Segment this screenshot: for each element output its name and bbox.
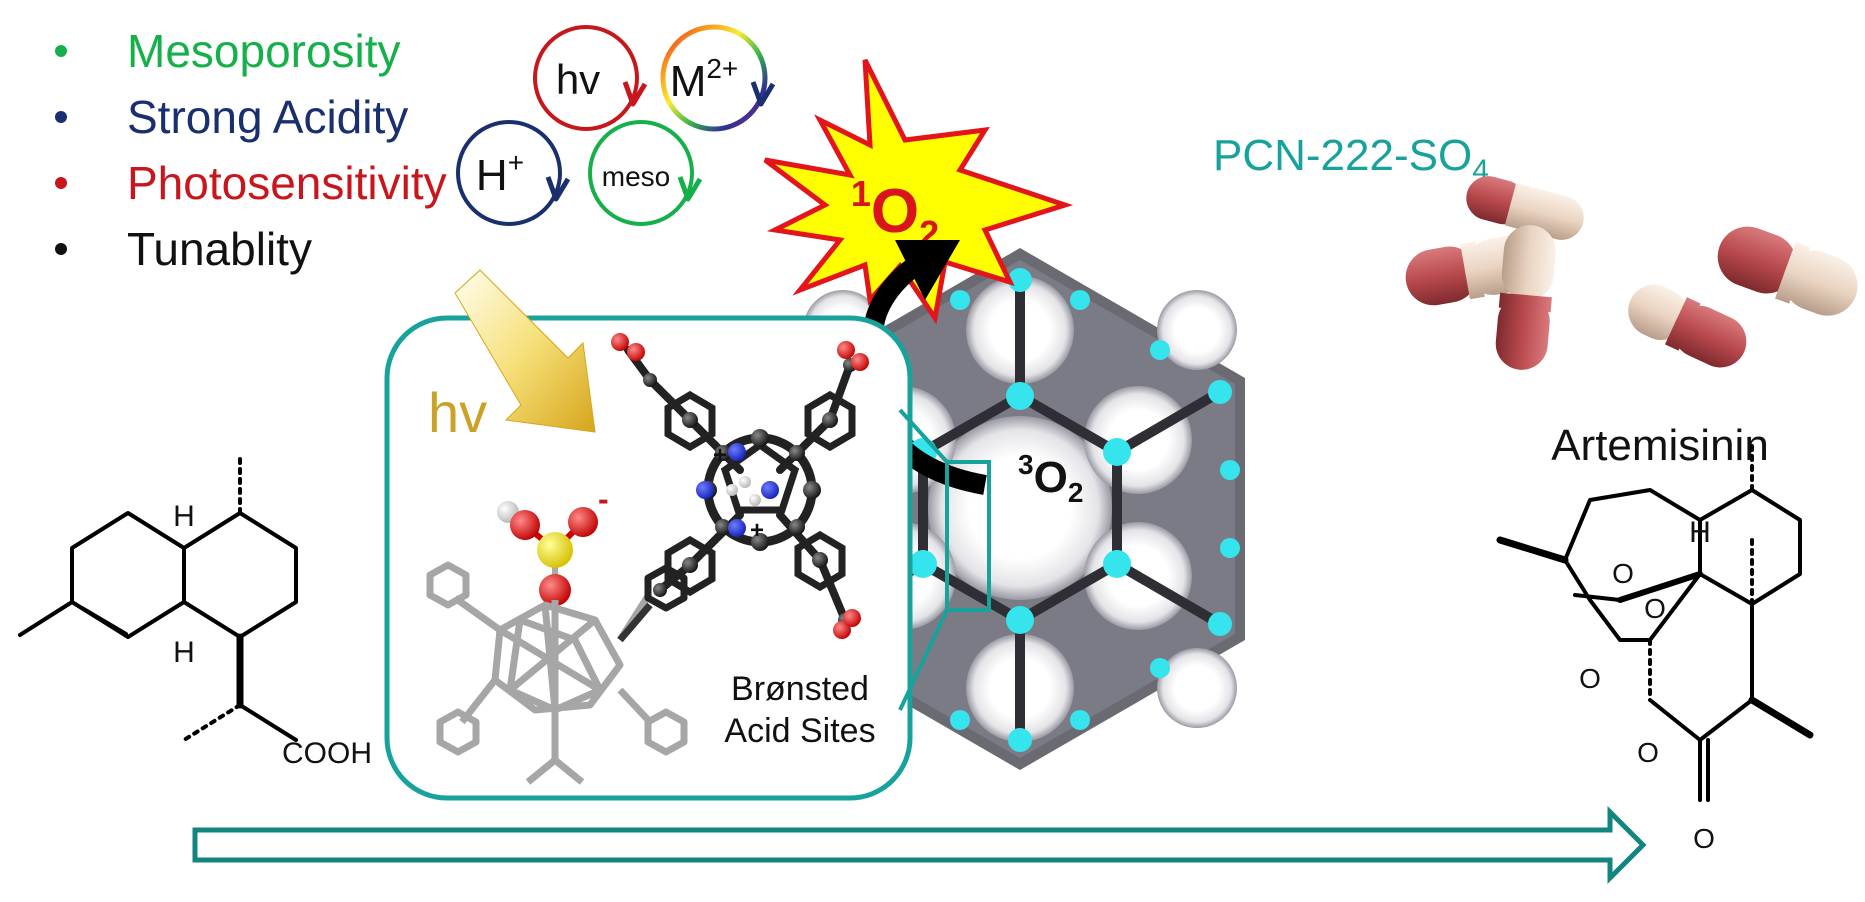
- cycle-proton-charge: +: [508, 147, 524, 178]
- feature-item-acidity: Strong Acidity: [55, 84, 447, 150]
- starting-h-bottom: H: [173, 636, 195, 669]
- bullet-dot: [55, 176, 67, 189]
- artemisinin-oxygens: O O O O O: [1579, 558, 1715, 854]
- feature-item-photosensitivity: Photosensitivity: [55, 150, 447, 216]
- cycle-metal-icon: M2+: [660, 24, 776, 132]
- feature-list: Mesoporosity Strong Acidity Photosensiti…: [55, 18, 447, 282]
- sulfonate-model: -: [497, 481, 609, 606]
- capsule-pills: [1405, 176, 1858, 370]
- acid-sites-label-line2: Acid Sites: [724, 712, 875, 750]
- artemisinin-h: H: [1689, 516, 1711, 549]
- cycle-hv-label: hv: [556, 56, 600, 103]
- triplet-oxygen-sup: 3: [1018, 449, 1034, 480]
- singlet-oxygen-burst: 1O2: [763, 58, 1074, 325]
- artemisinin-o5: O: [1693, 823, 1715, 854]
- svg-text:H+: H+: [476, 147, 524, 200]
- feature-label: Tunablity: [127, 223, 312, 275]
- feature-item-tunability: Tunablity: [55, 216, 447, 282]
- feature-label: Mesoporosity: [127, 25, 401, 77]
- cycle-meso-label: meso: [602, 161, 670, 192]
- artemisinin-o2: O: [1644, 593, 1666, 624]
- cycle-metal-charge: 2+: [706, 53, 738, 84]
- porphyrin-charge-bottom: +: [750, 517, 764, 544]
- artemisinin-structure: [1496, 440, 1814, 802]
- bullet-dot: [55, 44, 67, 57]
- dihydroartemisinic-acid-structure: [18, 453, 298, 742]
- singlet-oxygen-label: O: [871, 177, 919, 246]
- reaction-arrow: [192, 805, 1647, 885]
- svg-text:M2+: M2+: [670, 53, 739, 106]
- svg-text:1O2: 1O2: [851, 173, 939, 254]
- cycle-meso-icon: meso: [588, 120, 703, 226]
- cycle-metal-label: M: [670, 57, 707, 106]
- porphyrin-charge-top: +: [713, 442, 727, 469]
- bullet-dot: [55, 242, 67, 255]
- zirconium-cluster-model: [426, 561, 688, 785]
- porphyrin-model: + +: [611, 333, 869, 639]
- starting-h-top: H: [173, 500, 195, 533]
- framework-name: PCN-222-SO: [1213, 131, 1472, 180]
- sulfonate-charge: -: [598, 481, 609, 517]
- cycle-proton-icon: H+: [456, 120, 571, 226]
- svg-text:PCN-222-SO4: PCN-222-SO4: [1213, 131, 1489, 187]
- artemisinin-o4: O: [1637, 737, 1659, 768]
- acid-sites-label-line1: Brønsted: [731, 670, 869, 708]
- triplet-oxygen-label: O: [1034, 453, 1068, 502]
- light-beam-arrow: [454, 269, 596, 433]
- triplet-oxygen-sub: 2: [1068, 477, 1084, 508]
- singlet-oxygen-sup: 1: [851, 173, 871, 214]
- cycle-proton-label: H: [476, 151, 508, 200]
- artemisinin-o3: O: [1579, 663, 1601, 694]
- inset-light-label: hv: [428, 381, 487, 444]
- cycle-hv-icon: hv: [533, 25, 648, 131]
- artemisinin-o1: O: [1612, 558, 1634, 589]
- inset-callout: [898, 408, 991, 711]
- product-name: Artemisinin: [1551, 421, 1769, 470]
- bullet-dot: [55, 110, 67, 123]
- feature-label: Photosensitivity: [127, 157, 447, 209]
- feature-item-mesoporosity: Mesoporosity: [55, 18, 447, 84]
- feature-label: Strong Acidity: [127, 91, 409, 143]
- starting-cooh: COOH: [282, 737, 372, 770]
- svg-text:3O2: 3O2: [1018, 449, 1083, 508]
